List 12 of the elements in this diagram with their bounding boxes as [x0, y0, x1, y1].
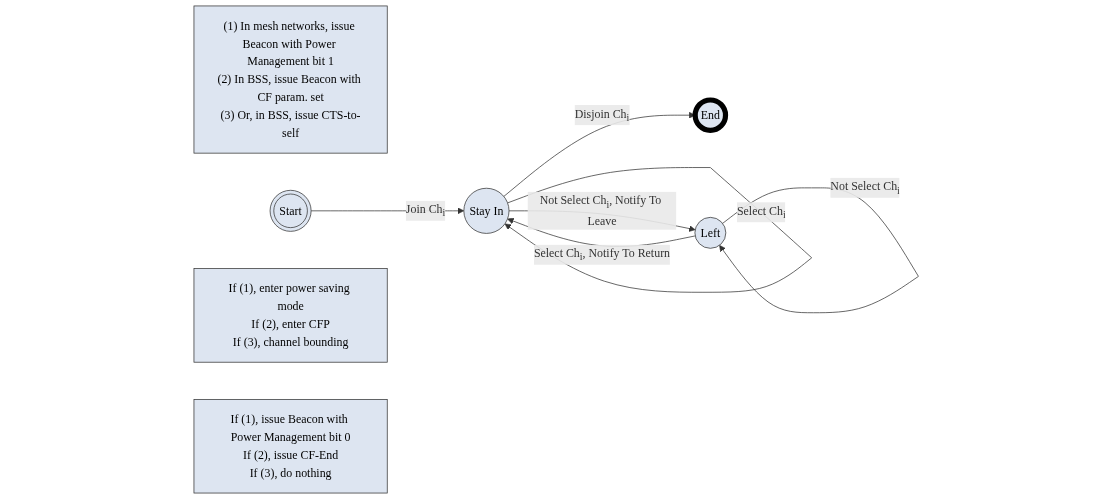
node-circle: Stay In	[463, 187, 510, 234]
node-box: If (1), issue Beacon with Power Management bit 0 If (2), issue CF-End If (3), do nothing	[193, 399, 388, 494]
edge-label: Disjoin Ch$_{i}$	[574, 107, 630, 124]
node-box: (1) In mesh networks, issue Beacon with Power Management bit 1 (2) In BSS, issue Beacon with CF param. set (3) Or, in BSS, issue CTS-to-self	[193, 5, 388, 154]
node-circle: Left	[694, 217, 727, 249]
edge-label: Not Select Ch$_{i}$	[830, 179, 901, 196]
node-box: If (1), enter power saving mode If (2), enter CFP If (3), channel bounding	[193, 268, 388, 363]
edge-label: Select Ch$_{i}$, Notify To Return	[534, 246, 671, 263]
edge-label: Not Select Ch$_{i}$, Notify To Leave	[539, 194, 662, 227]
edge-label: Select Ch$_{i}$	[737, 204, 786, 221]
edge-label: Join Ch$_{i}$	[406, 202, 446, 219]
node-circle: End	[692, 97, 729, 133]
